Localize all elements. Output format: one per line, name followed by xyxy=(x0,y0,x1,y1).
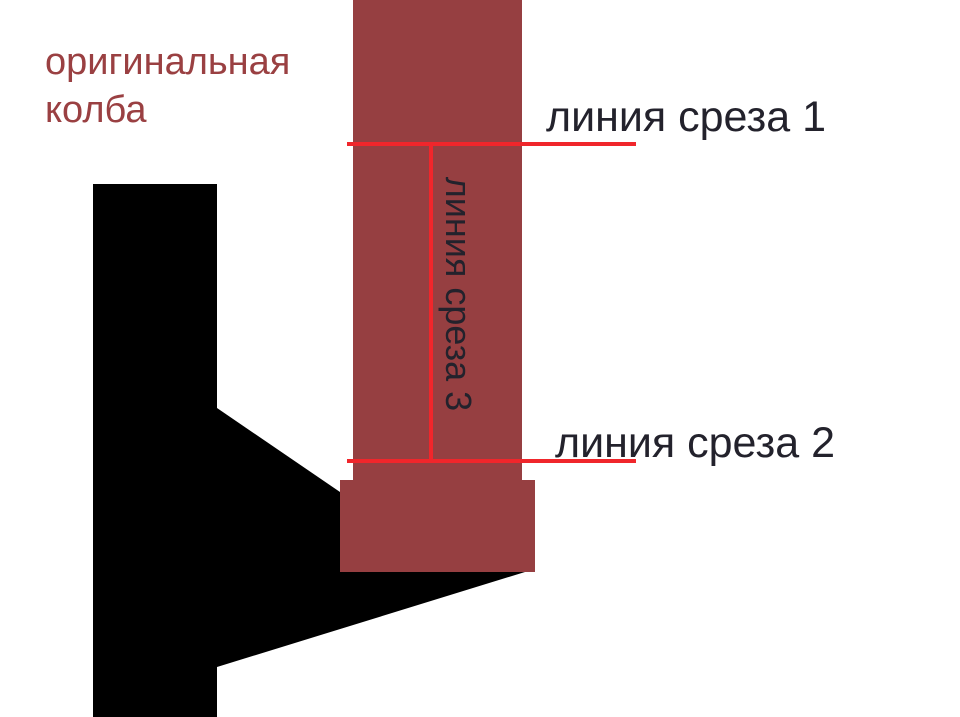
cut-line-3-label: линия среза 3 xyxy=(438,176,479,412)
flask-tube xyxy=(353,0,522,482)
flask-collar xyxy=(340,480,535,572)
flask-title-line-2: колба xyxy=(45,89,147,131)
flask-title: оригинальная колба xyxy=(45,38,290,134)
cut-line-1-label: линия среза 1 xyxy=(546,93,826,141)
flask-title-line-1: оригинальная xyxy=(45,41,291,83)
cut-line-2-label: линия среза 2 xyxy=(555,419,835,467)
holder-shape xyxy=(93,184,525,717)
